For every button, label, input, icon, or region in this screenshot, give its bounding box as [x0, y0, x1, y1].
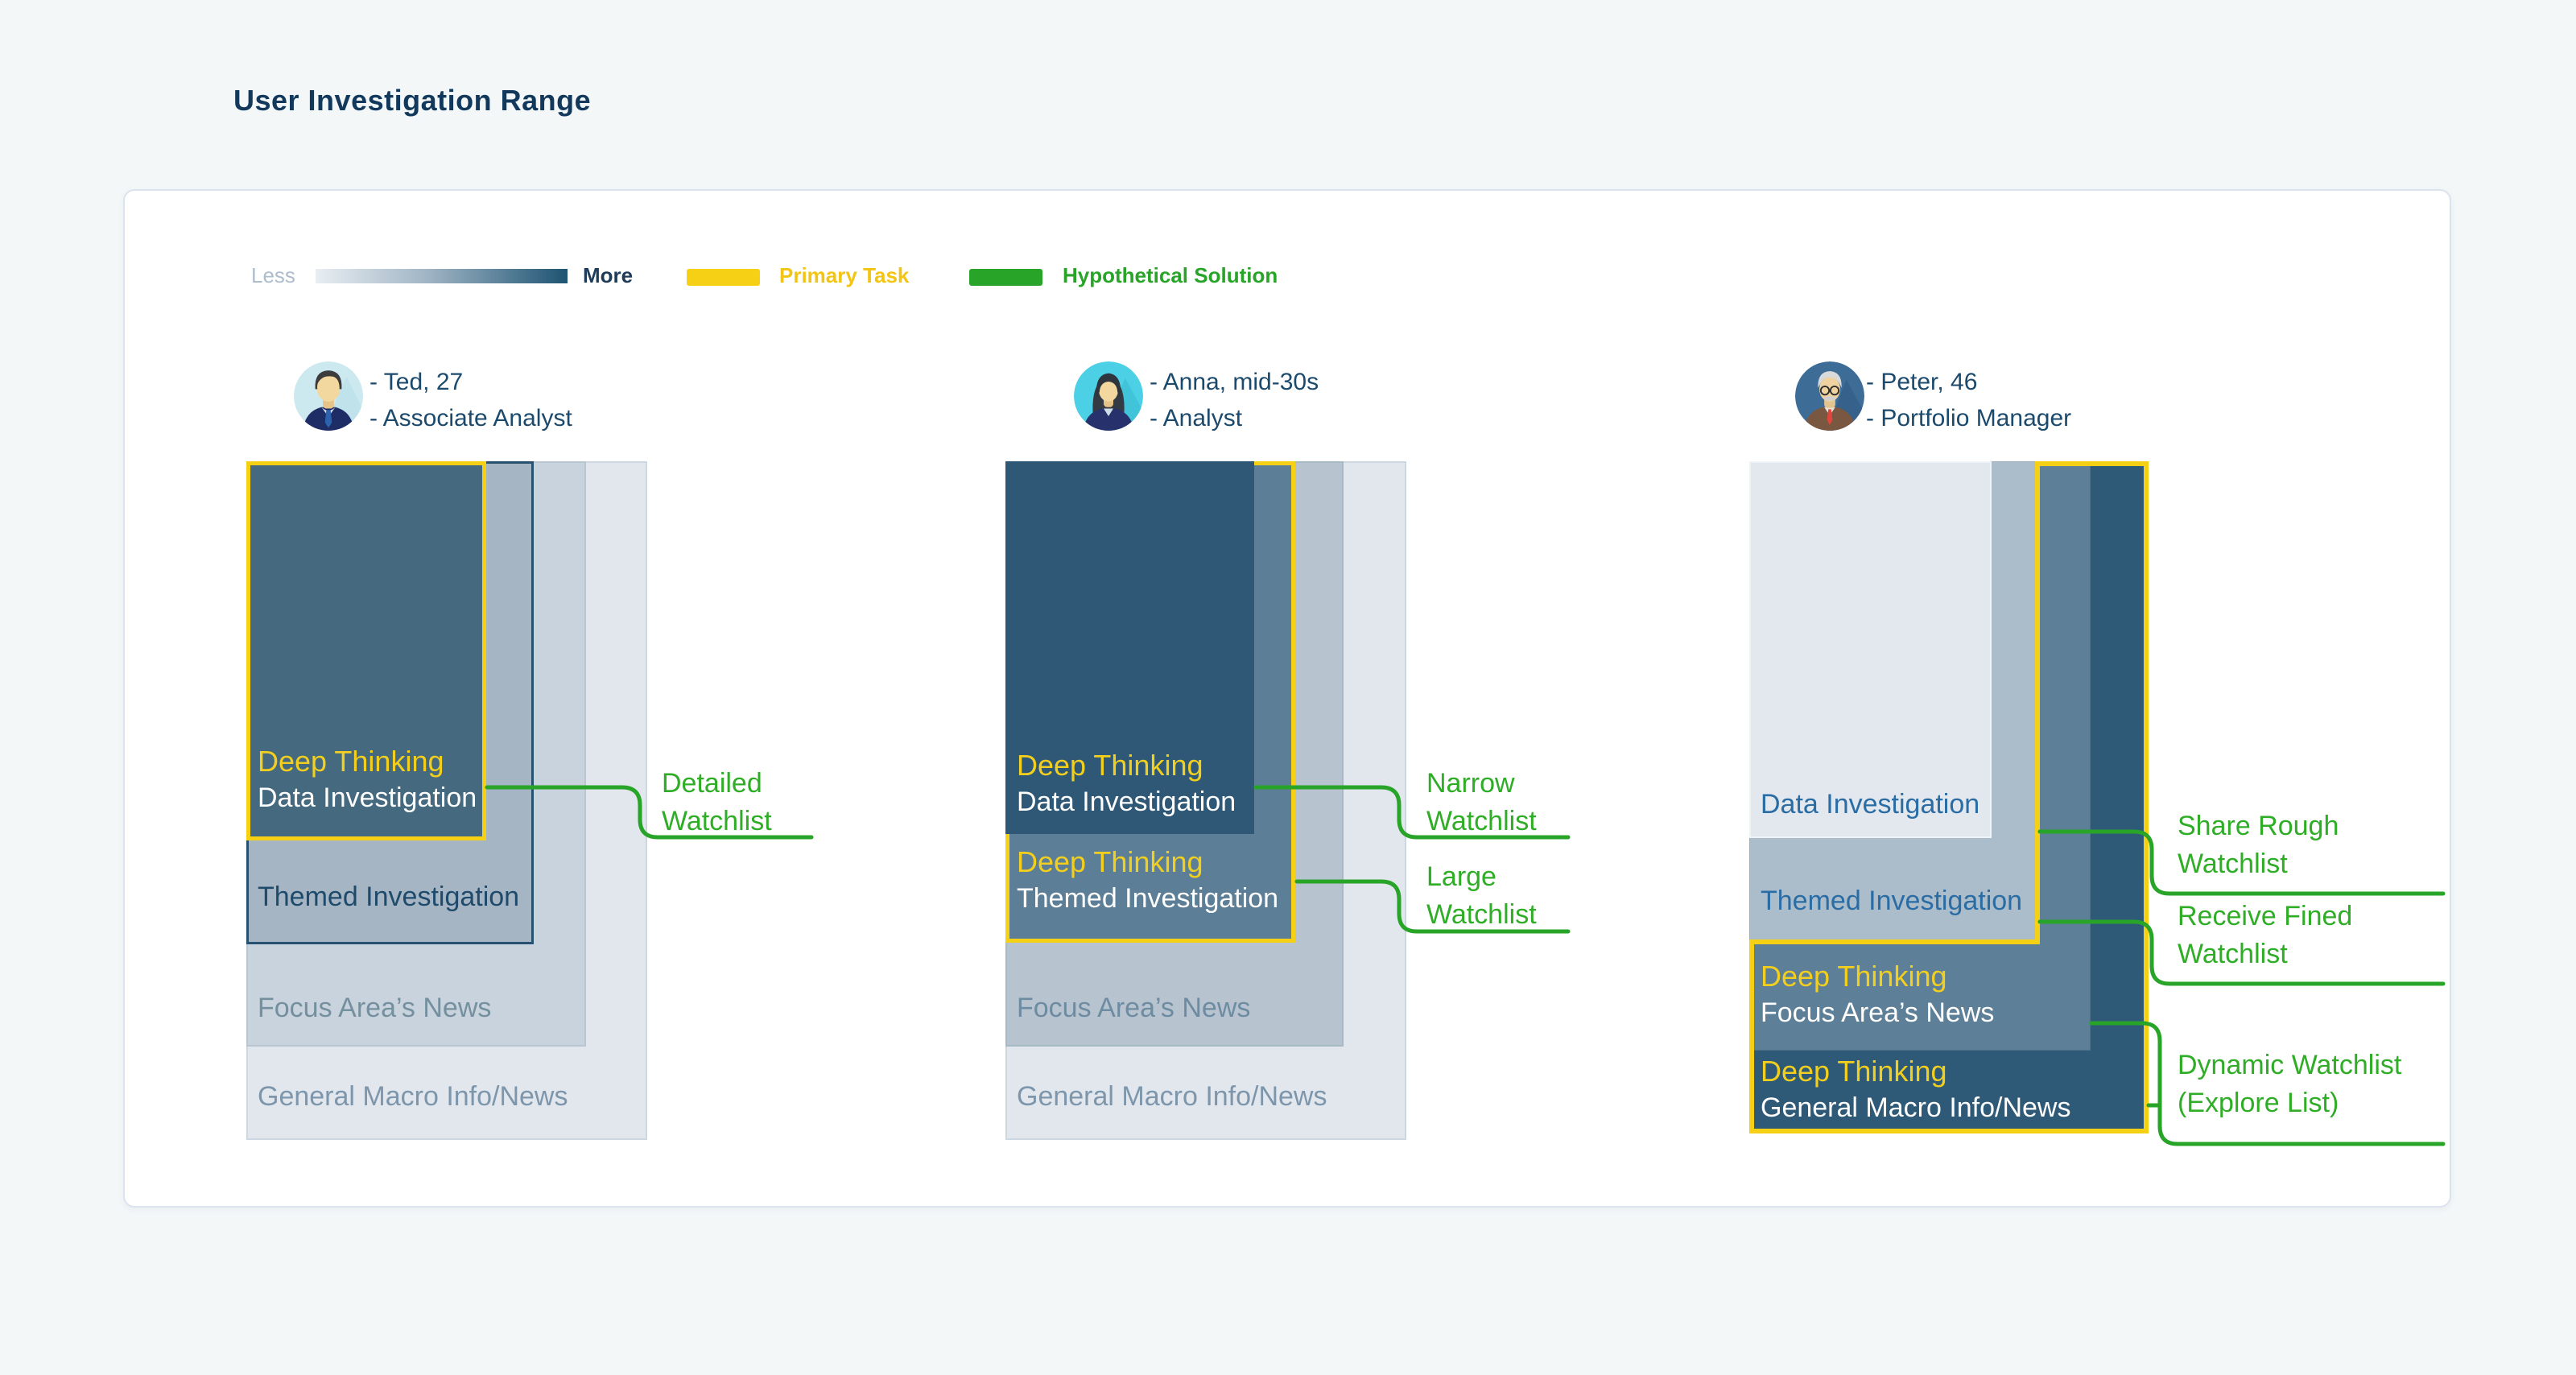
peter-receive-fined-callout: Receive Fined Watchlist — [2178, 898, 2352, 973]
callout-line: Detailed — [662, 768, 762, 799]
callout-line: Share Rough — [2178, 811, 2339, 841]
legend-less-label: Less — [251, 263, 295, 287]
ted-detailed-watchlist-callout: Detailed Watchlist — [662, 765, 772, 840]
callout-line: (Explore List) — [2178, 1088, 2339, 1118]
peter-persona-text: - Peter, 46 - Portfolio Manager — [1866, 364, 2071, 436]
deep-thinking-label: Deep Thinking — [258, 745, 444, 778]
layer-label: Data Investigation — [1761, 789, 1980, 820]
callout-line: Dynamic Watchlist — [2178, 1050, 2402, 1080]
page-title: User Investigation Range — [233, 84, 592, 117]
ted-name: - Ted, 27 — [369, 369, 464, 395]
layer-label: Focus Area’s News — [258, 993, 492, 1023]
callout-line: Large — [1426, 861, 1496, 892]
peter-role: - Portfolio Manager — [1866, 405, 2072, 431]
callout-line: Watchlist — [662, 806, 772, 836]
legend-primary-task-label: Primary Task — [779, 263, 910, 287]
deep-thinking-label: Deep Thinking — [1017, 845, 1203, 878]
less-more-gradient-bar — [316, 269, 568, 283]
layer-label: General Macro Info/News — [258, 1081, 568, 1112]
layer-label: Themed Investigation — [258, 882, 520, 912]
layer-label: Focus Area’s News — [1017, 993, 1251, 1023]
layer-label: Themed Investigation — [1761, 886, 2023, 916]
ted-layer-deep-data-investigation: Deep Thinking Data Investigation — [246, 461, 486, 840]
layer-label: Data Investigation — [1017, 787, 1236, 817]
peter-share-rough-callout: Share Rough Watchlist — [2178, 807, 2339, 883]
layer-label: Data Investigation — [258, 782, 477, 813]
deep-thinking-label: Deep Thinking — [1761, 960, 1947, 993]
hypothetical-solution-swatch — [969, 269, 1042, 286]
anna-narrow-watchlist-callout: Narrow Watchlist — [1426, 765, 1537, 840]
anna-role: - Analyst — [1150, 405, 1243, 431]
callout-line: Watchlist — [1426, 806, 1537, 836]
peter-dynamic-watchlist-callout: Dynamic Watchlist (Explore List) — [2178, 1047, 2401, 1122]
ted-investigation-stack: General Macro Info/News Focus Area’s New… — [246, 461, 647, 1140]
anna-name: - Anna, mid-30s — [1150, 369, 1319, 395]
callout-line: Watchlist — [2178, 849, 2288, 879]
primary-task-swatch — [687, 269, 760, 286]
peter-investigation-stack: Deep Thinking General Macro Info/News De… — [1749, 461, 2149, 1133]
anna-persona-text: - Anna, mid-30s - Analyst — [1150, 364, 1319, 436]
layer-label: Focus Area’s News — [1761, 997, 1995, 1028]
ted-role: - Associate Analyst — [369, 405, 572, 431]
anna-investigation-stack: General Macro Info/News Focus Area’s New… — [1005, 461, 1406, 1140]
anna-large-watchlist-callout: Large Watchlist — [1426, 858, 1537, 934]
layer-label: General Macro Info/News — [1017, 1081, 1327, 1112]
ted-avatar-icon — [294, 361, 363, 431]
legend-more-label: More — [583, 263, 634, 287]
callout-line: Watchlist — [1426, 899, 1537, 930]
anna-layer-deep-data-investigation: Deep Thinking Data Investigation — [1005, 461, 1254, 834]
callout-line: Receive Fined — [2178, 901, 2353, 931]
deep-thinking-label: Deep Thinking — [1017, 749, 1203, 782]
peter-avatar-icon — [1795, 361, 1864, 431]
callout-line: Narrow — [1426, 768, 1515, 799]
callout-line: Watchlist — [2178, 939, 2288, 969]
peter-name: - Peter, 46 — [1866, 369, 1978, 395]
layer-label: Themed Investigation — [1017, 883, 1279, 914]
ted-persona-text: - Ted, 27 - Associate Analyst — [369, 364, 572, 436]
anna-avatar-icon — [1074, 361, 1143, 431]
layer-label: General Macro Info/News — [1761, 1092, 2071, 1123]
legend-hypothetical-solution-label: Hypothetical Solution — [1063, 263, 1278, 287]
peter-layer-data-investigation: Data Investigation — [1749, 461, 1992, 838]
deep-thinking-label: Deep Thinking — [1761, 1055, 1947, 1088]
